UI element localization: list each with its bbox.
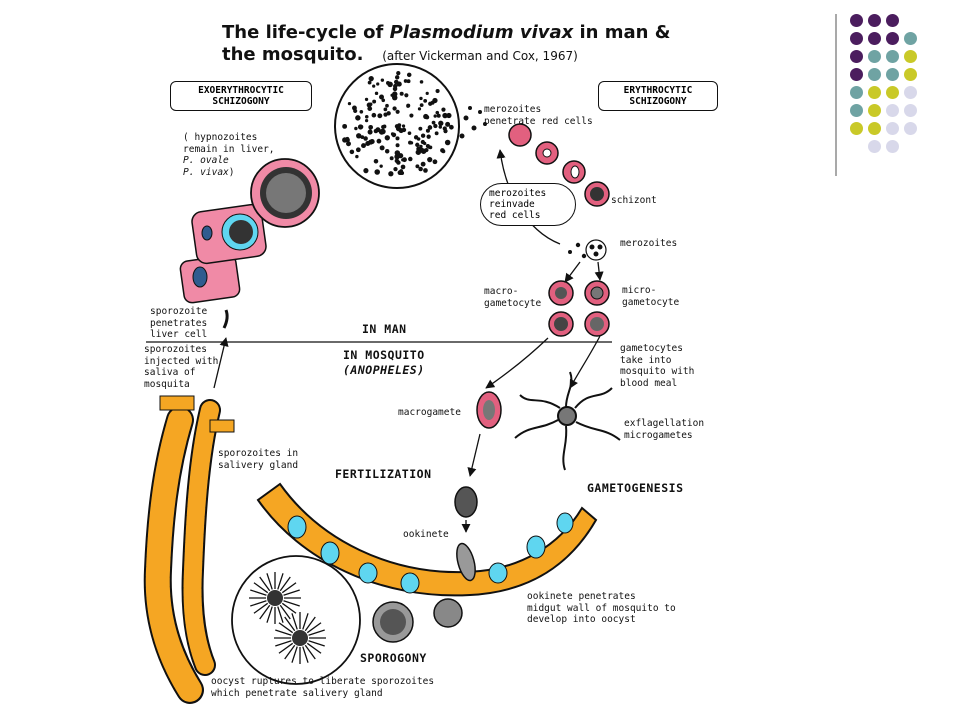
decorative-dot <box>886 68 899 81</box>
infected-liver-cell-icon <box>179 254 241 304</box>
decorative-dot <box>904 104 917 117</box>
decorative-dot <box>886 50 899 63</box>
decorative-dot <box>850 122 863 135</box>
decorative-dot <box>868 122 881 135</box>
hypnozoites-line2: remain in liver, <box>183 143 275 155</box>
micro-gametocyte-label: micro- gametocyte <box>622 285 680 308</box>
decorative-dot <box>868 50 881 63</box>
title-line1-post: in man & <box>573 22 671 43</box>
decorative-dot <box>886 140 899 153</box>
zygote-macrogamete-icon <box>476 391 502 429</box>
microgametocyte-icon <box>584 280 610 306</box>
exflagellation-label: exflagellation microgametes <box>624 418 705 441</box>
microgametocyte-ingested-arrow <box>569 335 601 389</box>
anopheles-label: (ANOPHELES) <box>343 363 425 377</box>
decorative-dot <box>886 14 899 27</box>
fertilization-arrow <box>467 433 481 477</box>
hypnozoites-line3: P. ovale <box>183 155 229 166</box>
hypnozoites-line5: ) <box>228 166 235 178</box>
sporozoites-gland-label: sporozoites in salivery gland <box>218 448 299 471</box>
title-citation: (after Vickerman and Cox, 1967) <box>382 49 578 63</box>
merozoite-release-icon <box>568 239 607 261</box>
to-microgametocyte-arrow <box>594 261 604 281</box>
in-man-label: IN MAN <box>362 322 407 336</box>
exflagellating-microgametocyte-icon <box>514 371 621 471</box>
decorative-dot <box>904 86 917 99</box>
reinvade-box-text: merozoites reinvade red cells <box>489 188 547 221</box>
red-cell-growing-icon <box>562 160 586 184</box>
sporozoite-entering-icon <box>222 309 229 329</box>
oocyst-ruptures-label: oocyst ruptures to liberate sporozoites … <box>211 676 435 699</box>
ookinete-penetrates-label: ookinete penetrates midgut wall of mosqu… <box>527 591 676 625</box>
liver-schizont-icon <box>191 203 267 265</box>
decorative-dot <box>868 104 881 117</box>
red-cell-trophozoite-icon <box>535 141 559 165</box>
midgut-wall-icon <box>256 482 598 597</box>
schizont-cell-icon <box>584 181 610 207</box>
sporogony-label: SPOROGONY <box>360 651 427 665</box>
title-line2: the mosquito. <box>222 44 364 65</box>
mature-macrogametocyte-icon <box>548 311 574 337</box>
red-cell-ring-stage-icon <box>508 123 532 147</box>
hypnozoites-line4: P. vivax <box>183 166 229 178</box>
hypnozoites-line1: ( hypnozoites <box>183 132 258 143</box>
gametocytes-taken-label: gametocytes take into mosquito with bloo… <box>620 343 695 389</box>
decorative-dot <box>868 68 881 81</box>
decorative-dot <box>886 86 899 99</box>
rupturing-oocyst-icon <box>231 555 361 685</box>
decorative-dot <box>850 50 863 63</box>
ookinete-icon <box>454 486 478 518</box>
decorative-dot <box>886 122 899 135</box>
sporozoite-injected-arrow <box>213 337 229 389</box>
decorative-dot <box>904 122 917 135</box>
merozoites-reinvade-box: merozoites reinvade red cells <box>480 183 576 226</box>
fertilization-label: FERTILIZATION <box>335 467 432 481</box>
merozoites-label: merozoites <box>620 238 678 249</box>
decorative-dot <box>868 14 881 27</box>
title-species: Plasmodium vivax <box>389 22 574 43</box>
decorative-dot <box>868 140 881 153</box>
diagram-title: The life-cycle of Plasmodium vivax in ma… <box>222 22 670 67</box>
ery-box-text: ERYTHROCYTIC SCHIZOGONY <box>623 85 693 107</box>
oocyst-icon <box>372 598 463 643</box>
sporozoite-penetrates-label: sporozoite penetrates liver cell <box>150 306 208 340</box>
macrogamete-label: macrogamete <box>398 407 461 418</box>
macrogametocyte-icon <box>548 280 574 306</box>
title-line1-pre: The life-cycle of <box>222 22 390 43</box>
exo-box-text: EXOERYTHROCYTIC SCHIZOGONY <box>198 85 284 107</box>
macro-gametocyte-label: macro- gametocyte <box>484 286 542 309</box>
gametogenesis-label: GAMETOGENESIS <box>587 481 684 495</box>
mature-liver-schizont-icon <box>250 158 320 228</box>
decorative-dot <box>850 86 863 99</box>
sporozoites-injected-label: sporozoites injected with saliva of mosq… <box>144 344 219 390</box>
decorative-dot <box>886 32 899 45</box>
decorative-dot <box>868 32 881 45</box>
slide-divider-line <box>835 14 837 176</box>
to-macrogametocyte-arrow <box>564 261 581 283</box>
ruptured-schizont-icon <box>334 63 460 189</box>
decorative-dot <box>850 14 863 27</box>
salivary-gland-icon <box>143 395 235 704</box>
decorative-dot <box>904 32 917 45</box>
decorative-dot <box>850 68 863 81</box>
ookinete-label: ookinete <box>403 529 449 540</box>
decorative-dot <box>904 50 917 63</box>
ookinete-penetrating-icon <box>456 542 476 582</box>
in-mosquito-label: IN MOSQUITO <box>343 348 425 362</box>
schizont-label: schizont <box>611 195 657 206</box>
hypnozoites-label: ( hypnozoites remain in liver, P. ovale … <box>183 132 275 178</box>
decorative-dot <box>850 104 863 117</box>
macrogametocyte-ingested-arrow <box>485 337 549 389</box>
released-merozoites-icon <box>459 106 487 139</box>
decorative-dot <box>904 68 917 81</box>
decorative-dot <box>886 104 899 117</box>
exoerythrocytic-schizogony-box: EXOERYTHROCYTIC SCHIZOGONY <box>170 81 312 111</box>
merozoites-penetrate-label: merozoites penetrate red cells <box>484 104 593 127</box>
decorative-dot <box>850 32 863 45</box>
decorative-dot <box>868 86 881 99</box>
mature-microgametocyte-icon <box>584 311 610 337</box>
erythrocytic-schizogony-box: ERYTHROCYTIC SCHIZOGONY <box>598 81 718 111</box>
